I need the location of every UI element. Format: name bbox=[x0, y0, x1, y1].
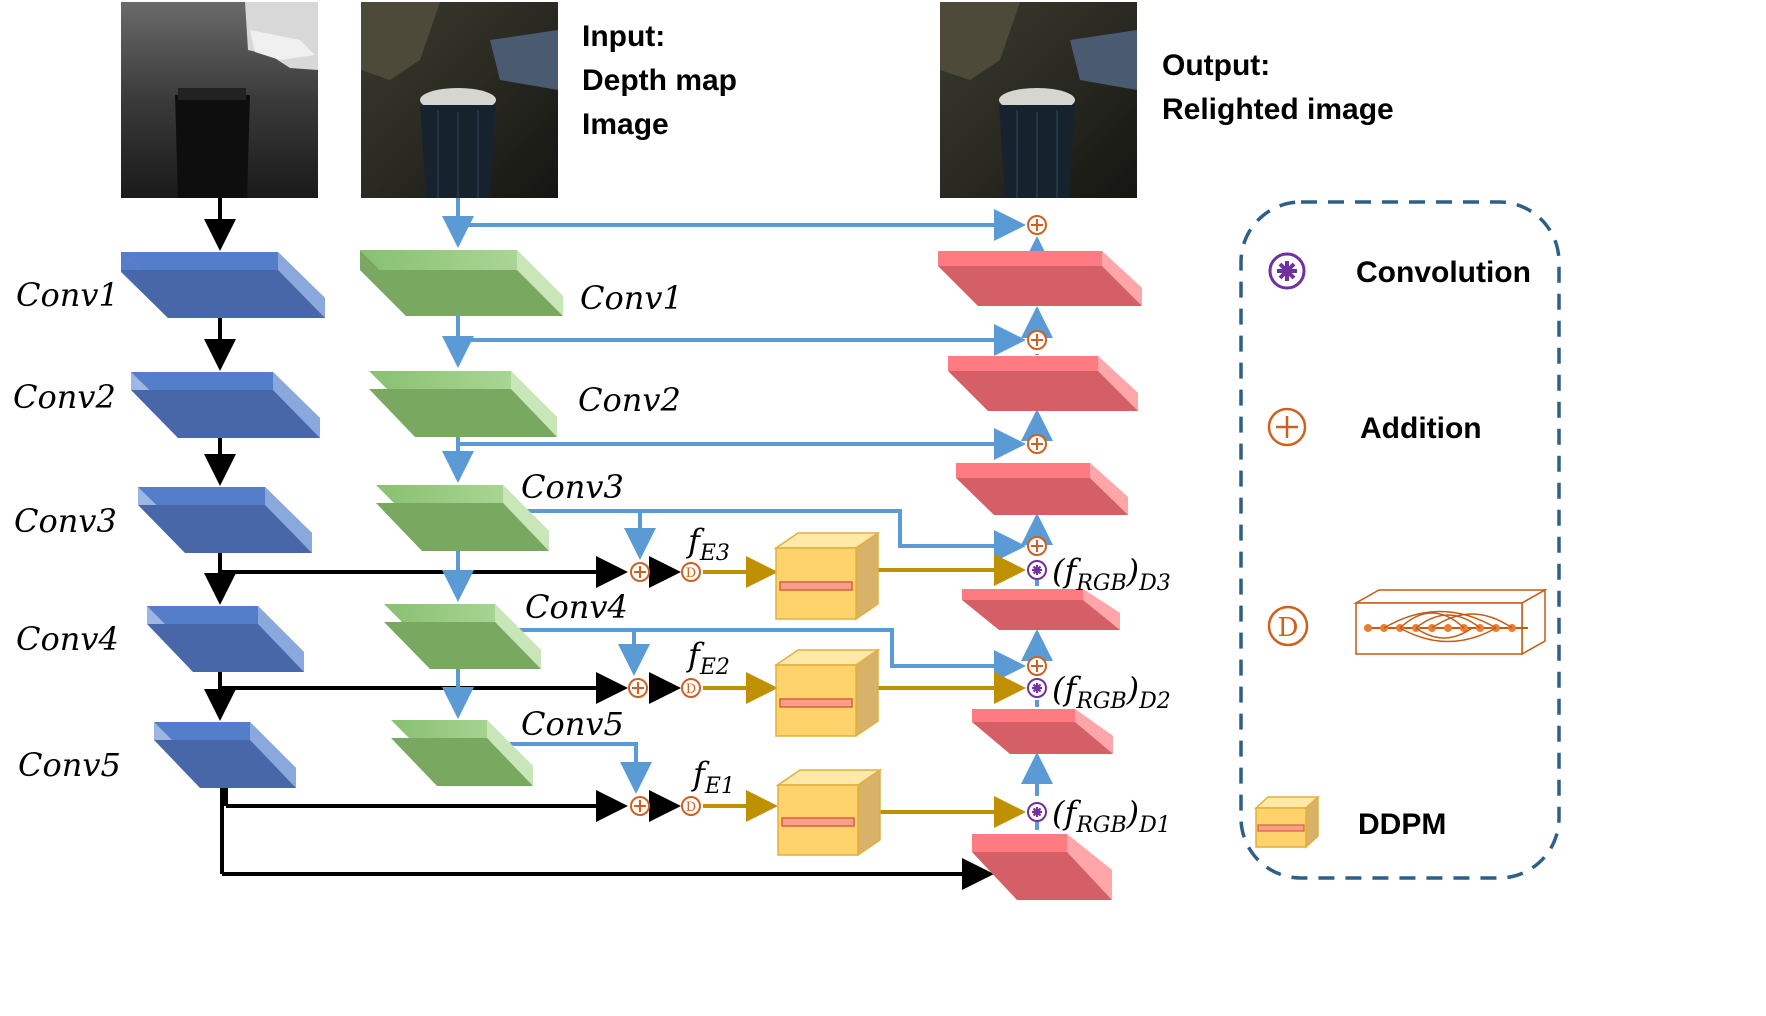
feature-label-d2: (fRGB)D2 bbox=[1052, 670, 1171, 714]
depth-conv2-block bbox=[131, 372, 320, 438]
decoder-block-3 bbox=[956, 463, 1128, 515]
ddpm-operator-symbol-e1: D bbox=[686, 800, 696, 815]
input-rgb-image bbox=[361, 2, 558, 198]
ddpm-block-e2 bbox=[773, 648, 881, 738]
depth-conv5-label: Conv5 bbox=[18, 746, 121, 784]
feature-label-d1: (fRGB)D1 bbox=[1052, 794, 1171, 838]
skip-conv3 bbox=[520, 509, 1026, 562]
ddpm-operator-symbol-e2: D bbox=[686, 682, 696, 697]
decoder-block-4 bbox=[962, 589, 1120, 630]
legend-addition-label: Addition bbox=[1360, 412, 1482, 445]
decoder-block-5 bbox=[972, 709, 1113, 754]
depth-conv1-block bbox=[121, 252, 325, 318]
output-relighted-image bbox=[940, 2, 1137, 198]
output-title: Output: bbox=[1162, 49, 1270, 82]
decoder-block-6 bbox=[972, 834, 1112, 900]
depth-conv3-block bbox=[138, 487, 312, 553]
legend-convolution-label: Convolution bbox=[1356, 256, 1531, 289]
feature-label-e2: fE2 bbox=[686, 636, 730, 680]
decoder-block-2 bbox=[948, 356, 1138, 411]
legend-ddpm-label: DDPM bbox=[1358, 808, 1446, 841]
ddpm-operator-icon-e1 bbox=[681, 796, 701, 816]
rgb-conv4-block bbox=[384, 604, 541, 669]
ddpm-chain-icon bbox=[1353, 588, 1548, 656]
feature-label-e1: fE1 bbox=[691, 755, 735, 799]
ddpm-block-icon bbox=[1254, 795, 1320, 849]
depth-conv1-label: Conv1 bbox=[16, 276, 119, 314]
depth-conv4-block bbox=[147, 606, 304, 672]
output-relighted-image-label: Relighted image bbox=[1162, 93, 1394, 126]
rgb-conv1-label: Conv1 bbox=[580, 279, 683, 317]
depth-conv3-label: Conv3 bbox=[14, 502, 117, 540]
decoder-convolution-icon-d1 bbox=[1027, 802, 1047, 822]
depth-encoder bbox=[121, 252, 325, 788]
decoder bbox=[938, 251, 1142, 900]
rgb-conv3-block bbox=[376, 485, 549, 551]
ddpm-block-e1 bbox=[775, 768, 883, 857]
input-depth-map-label: Depth map bbox=[582, 64, 737, 97]
legend: Convolution Addition D bbox=[1239, 200, 1561, 880]
rgb-conv2-block bbox=[369, 371, 557, 437]
ddpm-operator-icon-e3 bbox=[681, 562, 701, 582]
ddpm-block-e3 bbox=[773, 531, 881, 621]
depth-conv5-block bbox=[154, 722, 296, 788]
depth-map-image bbox=[121, 2, 318, 198]
depth-conv2-label: Conv2 bbox=[13, 378, 116, 416]
input-title: Input: bbox=[582, 20, 665, 53]
rgb-fusion-arrow-e1 bbox=[510, 742, 652, 794]
ddpm-operator-icon-e2 bbox=[681, 678, 701, 698]
decoder-convolution-icon-d3 bbox=[1027, 560, 1047, 580]
ddpm-operator-symbol-e3: D bbox=[686, 566, 696, 581]
input-image-label: Image bbox=[582, 108, 669, 141]
rgb-conv5-label: Conv5 bbox=[521, 705, 624, 743]
ddpm-operator-legend-symbol: D bbox=[1278, 613, 1299, 643]
rgb-conv2-label: Conv2 bbox=[578, 381, 681, 419]
feature-label-e3: fE3 bbox=[686, 522, 730, 566]
decoder-block-1 bbox=[938, 251, 1142, 306]
rgb-conv5-block bbox=[391, 720, 533, 786]
addition-icon bbox=[1267, 407, 1307, 447]
feature-label-d3: (fRGB)D3 bbox=[1052, 552, 1171, 596]
rgb-conv4-label: Conv4 bbox=[525, 588, 628, 626]
skip-conv4 bbox=[510, 628, 1026, 682]
rgb-conv3-label: Conv3 bbox=[521, 468, 624, 506]
ddpm-operator-icon: D bbox=[1267, 605, 1309, 647]
convolution-icon bbox=[1268, 252, 1306, 290]
decoder-convolution-icon-d2 bbox=[1027, 678, 1047, 698]
rgb-conv1-block bbox=[360, 250, 563, 316]
rgb-encoder bbox=[360, 250, 563, 786]
depth-conv4-label: Conv4 bbox=[16, 620, 119, 658]
